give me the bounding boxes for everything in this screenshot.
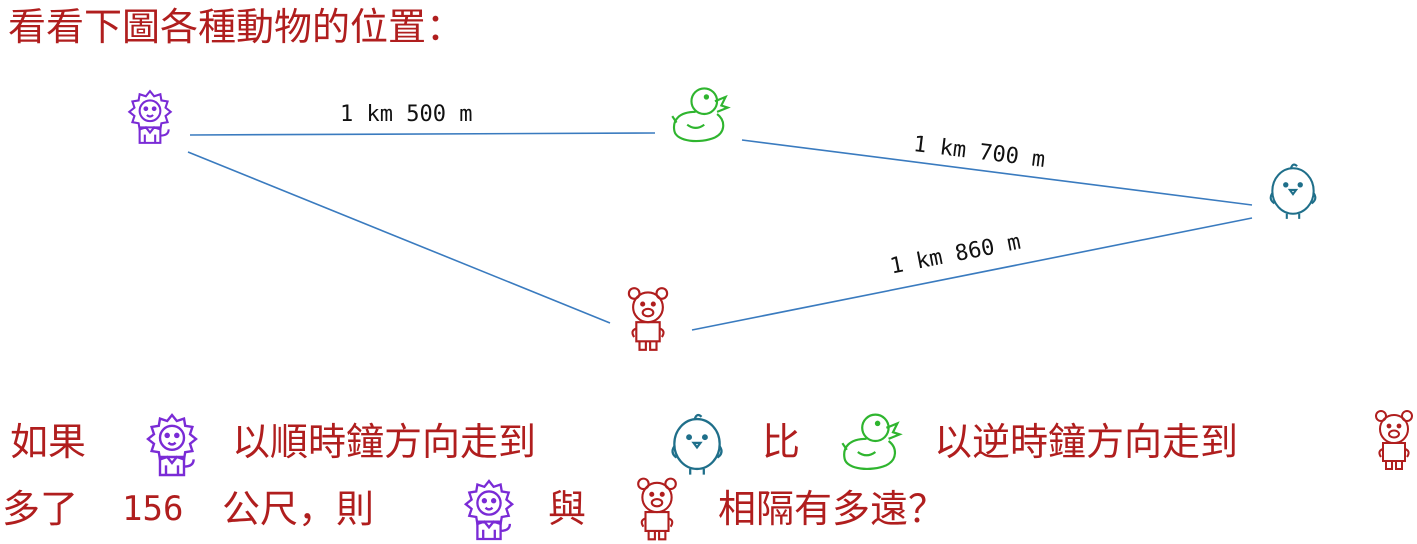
question-text-part6: 公尺，則 (222, 487, 375, 531)
bear-icon (1375, 410, 1413, 470)
line-bear-chick (691, 217, 1253, 331)
bear-icon (637, 477, 677, 541)
question-text-part5: 多了 (2, 487, 79, 531)
question-number: 156 (122, 489, 184, 529)
chick-icon (671, 413, 723, 475)
question-text-part1: 如果 (10, 420, 87, 464)
question-text-part7: 與 (548, 487, 587, 531)
lion-icon (146, 413, 198, 477)
line-lion-bear (187, 151, 611, 324)
lion-icon (463, 479, 515, 541)
line-lion-duck (189, 132, 656, 136)
line-duck-chick (741, 139, 1253, 206)
duck-icon (671, 87, 731, 143)
distance-label-lion-duck: 1 km 500 m (340, 102, 473, 127)
page-title: 看看下圖各種動物的位置： (8, 5, 465, 49)
bear-icon (627, 287, 669, 351)
lion-icon (127, 89, 173, 144)
question-text-part3: 比 (762, 420, 801, 464)
question-text-part8: 相隔有多遠？ (718, 487, 947, 531)
duck-icon (841, 413, 903, 471)
question-text-part2: 以順時鐘方向走到 (232, 420, 537, 464)
chick-icon (1269, 163, 1317, 219)
question-text-part4: 以逆時鐘方向走到 (934, 420, 1239, 464)
